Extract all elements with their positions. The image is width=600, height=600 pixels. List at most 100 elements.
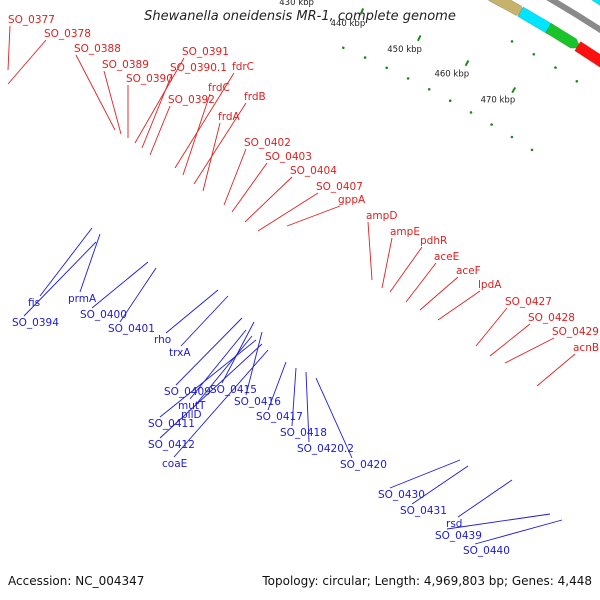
scale-tick-label: 470 kbp: [481, 96, 516, 106]
forward-gene-label: SO_0378: [44, 28, 91, 40]
forward-gene-label: SO_0404: [290, 165, 337, 177]
topology-summary: Topology: circular; Length: 4,969,803 bp…: [262, 574, 592, 588]
reverse-gene-leader: [267, 361, 287, 411]
forward-gene-leader: [182, 93, 211, 176]
scale-tick: [511, 86, 517, 94]
reverse-gene-leader: [411, 465, 469, 505]
forward-gene-label: SO_0388: [74, 43, 121, 55]
reverse-gene-leader: [446, 513, 551, 530]
forward-gene-leader: [223, 148, 247, 206]
forward-gene-label: SO_0407: [316, 181, 363, 193]
lane-dot: [406, 77, 410, 80]
reverse-gene-leader: [79, 233, 101, 293]
scale-tick-label: 430 kbp: [279, 0, 314, 8]
forward-gene-leader: [257, 192, 319, 232]
gene-block: [574, 41, 600, 68]
reverse-gene-label: SO_0420.2: [297, 443, 354, 455]
forward-gene-label: ampD: [366, 210, 397, 222]
reverse-gene-label: fis: [28, 297, 40, 309]
reverse-gene-leader: [315, 377, 353, 459]
forward-gene-label: SO_0428: [528, 312, 575, 324]
forward-gene-leader: [381, 237, 393, 289]
forward-gene-leader: [389, 246, 423, 293]
forward-gene-label: frdA: [218, 111, 240, 123]
lane-dot: [427, 88, 431, 91]
forward-gene-label: SO_0389: [102, 59, 149, 71]
scale-tick: [464, 60, 470, 67]
reverse-gene-leader: [39, 227, 93, 297]
reverse-gene-label: SO_0431: [400, 505, 447, 517]
reverse-gene-leader: [165, 289, 219, 334]
gene-block: [545, 22, 582, 49]
forward-gene-leader: [202, 122, 221, 192]
reverse-gene-label: coaE: [162, 458, 187, 470]
forward-gene-leader: [475, 307, 508, 347]
forward-gene-leader: [489, 323, 531, 357]
forward-gene-leader: [75, 54, 116, 131]
reverse-gene-leader: [291, 367, 297, 427]
forward-gene-label: frdC: [208, 82, 230, 94]
reverse-gene-leader: [245, 331, 263, 396]
lane-dot: [575, 80, 579, 83]
reverse-gene-leader: [119, 267, 157, 323]
reverse-gene-label: SO_0394: [12, 317, 59, 329]
reverse-gene-label: mutT: [178, 400, 206, 412]
reverse-gene-leader: [173, 349, 269, 458]
forward-gene-leader: [419, 276, 459, 311]
reverse-gene-label: SO_0440: [463, 545, 510, 557]
forward-gene-label: gppA: [338, 194, 366, 206]
forward-gene-label: SO_0390.1: [170, 62, 227, 74]
lane-dot: [510, 135, 514, 139]
reverse-gene-label: prmA: [68, 293, 97, 305]
reverse-gene-leader: [389, 459, 461, 489]
forward-gene-label: SO_0402: [244, 137, 291, 149]
forward-gene-label: aceF: [456, 265, 481, 277]
forward-gene-label: SO_0427: [505, 296, 552, 308]
lane-dot: [530, 148, 534, 152]
forward-gene-leader: [286, 205, 341, 227]
forward-gene-label: fdrC: [232, 61, 254, 73]
lane-dot: [448, 99, 452, 102]
reverse-gene-leader: [91, 261, 149, 309]
forward-gene-leader: [504, 337, 555, 364]
reverse-gene-label: SO_0439: [435, 530, 482, 542]
forward-gene-label: pdhR: [420, 235, 447, 247]
forward-gene-leader: [141, 73, 173, 149]
reverse-gene-leader: [180, 295, 229, 347]
reverse-gene-label: SO_0409: [164, 386, 211, 398]
lane-dot: [532, 53, 536, 56]
reverse-gene-label: SO_0416: [234, 396, 281, 408]
lane-dot: [385, 66, 389, 70]
reverse-gene-leader: [474, 519, 563, 545]
reverse-gene-label: pilD: [181, 409, 202, 421]
lane-dot: [469, 111, 473, 114]
lane-dot: [342, 46, 345, 50]
forward-gene-label: SO_0391: [182, 46, 229, 58]
accession-text: Accession: NC_004347: [8, 574, 145, 588]
reverse-gene-leader: [305, 371, 310, 443]
forward-gene-label: SO_0429: [552, 326, 599, 338]
reverse-gene-label: SO_0420: [340, 459, 387, 471]
reverse-gene-leader: [159, 343, 263, 439]
forward-gene-leader: [244, 176, 293, 223]
forward-gene-label: frdB: [244, 91, 266, 103]
reverse-gene-leader: [175, 317, 243, 386]
scale-tick: [417, 34, 422, 42]
scale-tick-label: 450 kbp: [387, 45, 422, 55]
map-title: Shewanella oneidensis MR-1, complete gen…: [144, 9, 456, 24]
genome-backbone: [546, 0, 600, 34]
lane-dot: [490, 123, 493, 126]
lane-dot: [510, 40, 514, 43]
lane-dot: [363, 56, 367, 59]
forward-gene-leader: [536, 353, 576, 387]
scale-tick: [359, 8, 365, 15]
forward-gene-label: lpdA: [478, 279, 502, 291]
reverse-gene-label: trxA: [169, 347, 191, 359]
scale-tick-label: 440 kbp: [331, 19, 366, 29]
forward-gene-label: SO_0390: [126, 73, 173, 85]
reverse-gene-leader: [189, 329, 247, 400]
forward-gene-label: SO_0377: [8, 14, 55, 26]
forward-gene-leader: [174, 72, 235, 169]
